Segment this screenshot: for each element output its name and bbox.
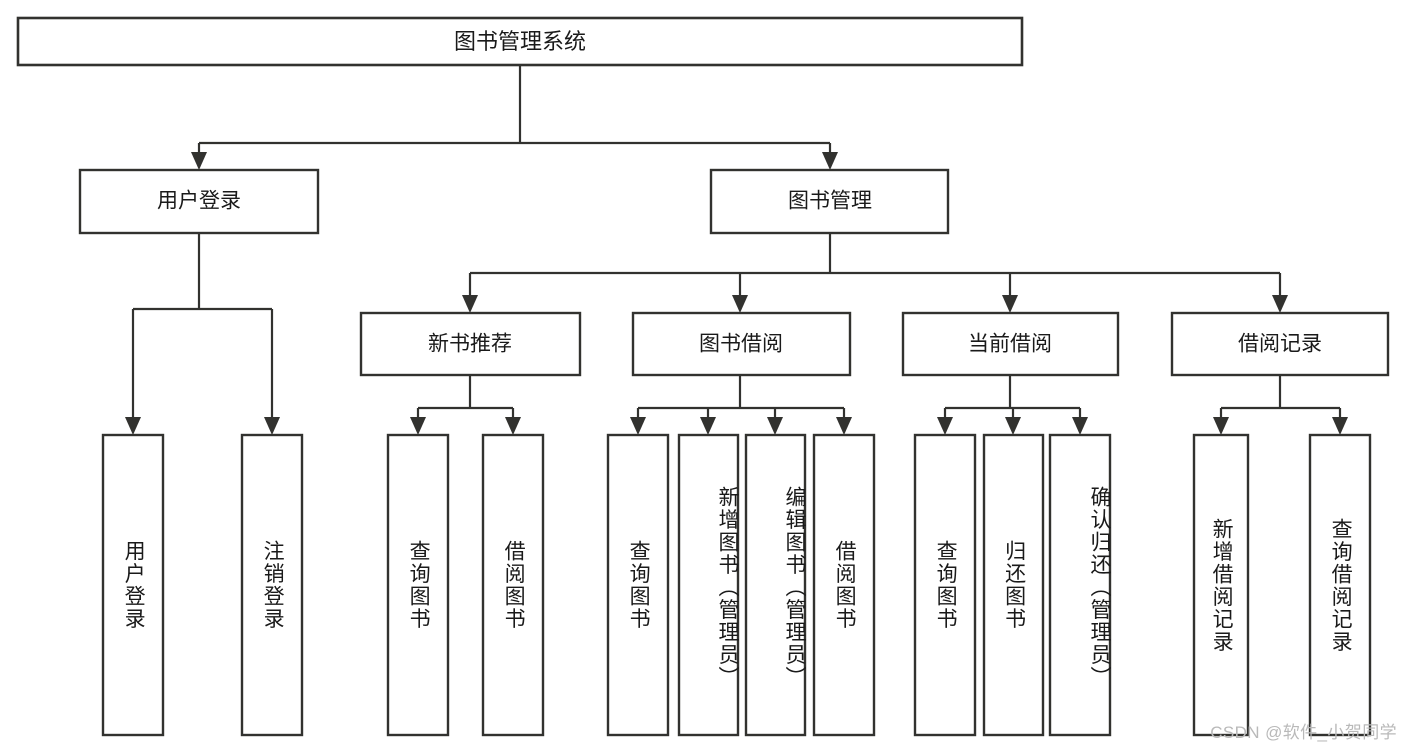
arrowhead-leaf-return-book [1005, 417, 1021, 435]
node-book-manage[interactable] [709, 168, 950, 235]
node-current-borrow-label: 当前借阅 [968, 333, 1052, 356]
node-leaf-borrow-book-1[interactable] [481, 433, 545, 737]
arrowhead-borrow-record [1272, 295, 1288, 313]
node-borrow-record-label: 借阅记录 [1238, 333, 1322, 356]
arrowhead-leaf-query-book-2 [630, 417, 646, 435]
node-root[interactable] [16, 16, 1024, 67]
watermark-text: CSDN @软件_小贺同学 [1210, 723, 1397, 742]
node-leaf-query-book-3[interactable] [913, 433, 977, 737]
arrowhead-leaf-add-record [1213, 417, 1229, 435]
edge-new-book-rec-trunk [416, 375, 515, 421]
node-leaf-query-book-2[interactable] [606, 433, 670, 737]
node-new-book-rec-label: 新书推荐 [428, 333, 512, 356]
arrowhead-leaf-user-login [125, 417, 141, 435]
arrowhead-leaf-logout [264, 417, 280, 435]
node-leaf-user-login[interactable] [101, 433, 165, 737]
edge-borrow-record-trunk [1219, 375, 1342, 421]
edge-current-borrow-trunk [943, 375, 1082, 421]
arrowhead-new-book-rec [462, 295, 478, 313]
node-leaf-borrow-book-2[interactable] [812, 433, 876, 737]
node-leaf-return-book[interactable] [982, 433, 1045, 737]
arrowhead-current-borrow [1002, 295, 1018, 313]
node-book-manage-label: 图书管理 [788, 190, 872, 213]
node-book-borrow[interactable] [631, 311, 852, 377]
arrowhead-leaf-borrow-book-1 [505, 417, 521, 435]
node-new-book-rec[interactable] [359, 311, 582, 377]
arrowhead-book-borrow [732, 295, 748, 313]
edges-group [125, 65, 1348, 435]
edge-root-trunk [197, 65, 832, 156]
node-leaf-edit-book[interactable] [744, 433, 807, 737]
arrowhead-user-login [191, 152, 207, 170]
node-leaf-add-record[interactable] [1192, 433, 1250, 737]
node-borrow-record[interactable] [1170, 311, 1390, 377]
arrowhead-leaf-confirm-return [1072, 417, 1088, 435]
node-current-borrow[interactable] [901, 311, 1120, 377]
node-leaf-add-book[interactable] [677, 433, 740, 737]
arrowhead-leaf-query-book-3 [937, 417, 953, 435]
node-user-login-label: 用户登录 [157, 190, 241, 213]
node-leaf-query-book-1[interactable] [386, 433, 450, 737]
edge-book-borrow-trunk [636, 375, 846, 421]
edge-book-manage-trunk [468, 233, 1282, 299]
node-leaf-query-record[interactable] [1308, 433, 1372, 737]
arrowhead-leaf-edit-book [767, 417, 783, 435]
arrowhead-leaf-borrow-book-2 [836, 417, 852, 435]
arrowhead-leaf-query-record [1332, 417, 1348, 435]
edge-user-login-trunk [131, 233, 274, 421]
arrowhead-leaf-add-book [700, 417, 716, 435]
node-leaf-confirm-return[interactable] [1048, 433, 1112, 737]
arrowhead-book-manage [822, 152, 838, 170]
arrowhead-leaf-query-book-1 [410, 417, 426, 435]
node-book-borrow-label: 图书借阅 [699, 333, 783, 356]
node-leaf-logout[interactable] [240, 433, 304, 737]
node-user-login[interactable] [78, 168, 320, 235]
node-root-label: 图书管理系统 [454, 29, 586, 54]
nodes-group: 图书管理系统 用户登录 图书管理 新书推荐 图书借阅 当前借阅 借阅记录 [16, 16, 1390, 737]
